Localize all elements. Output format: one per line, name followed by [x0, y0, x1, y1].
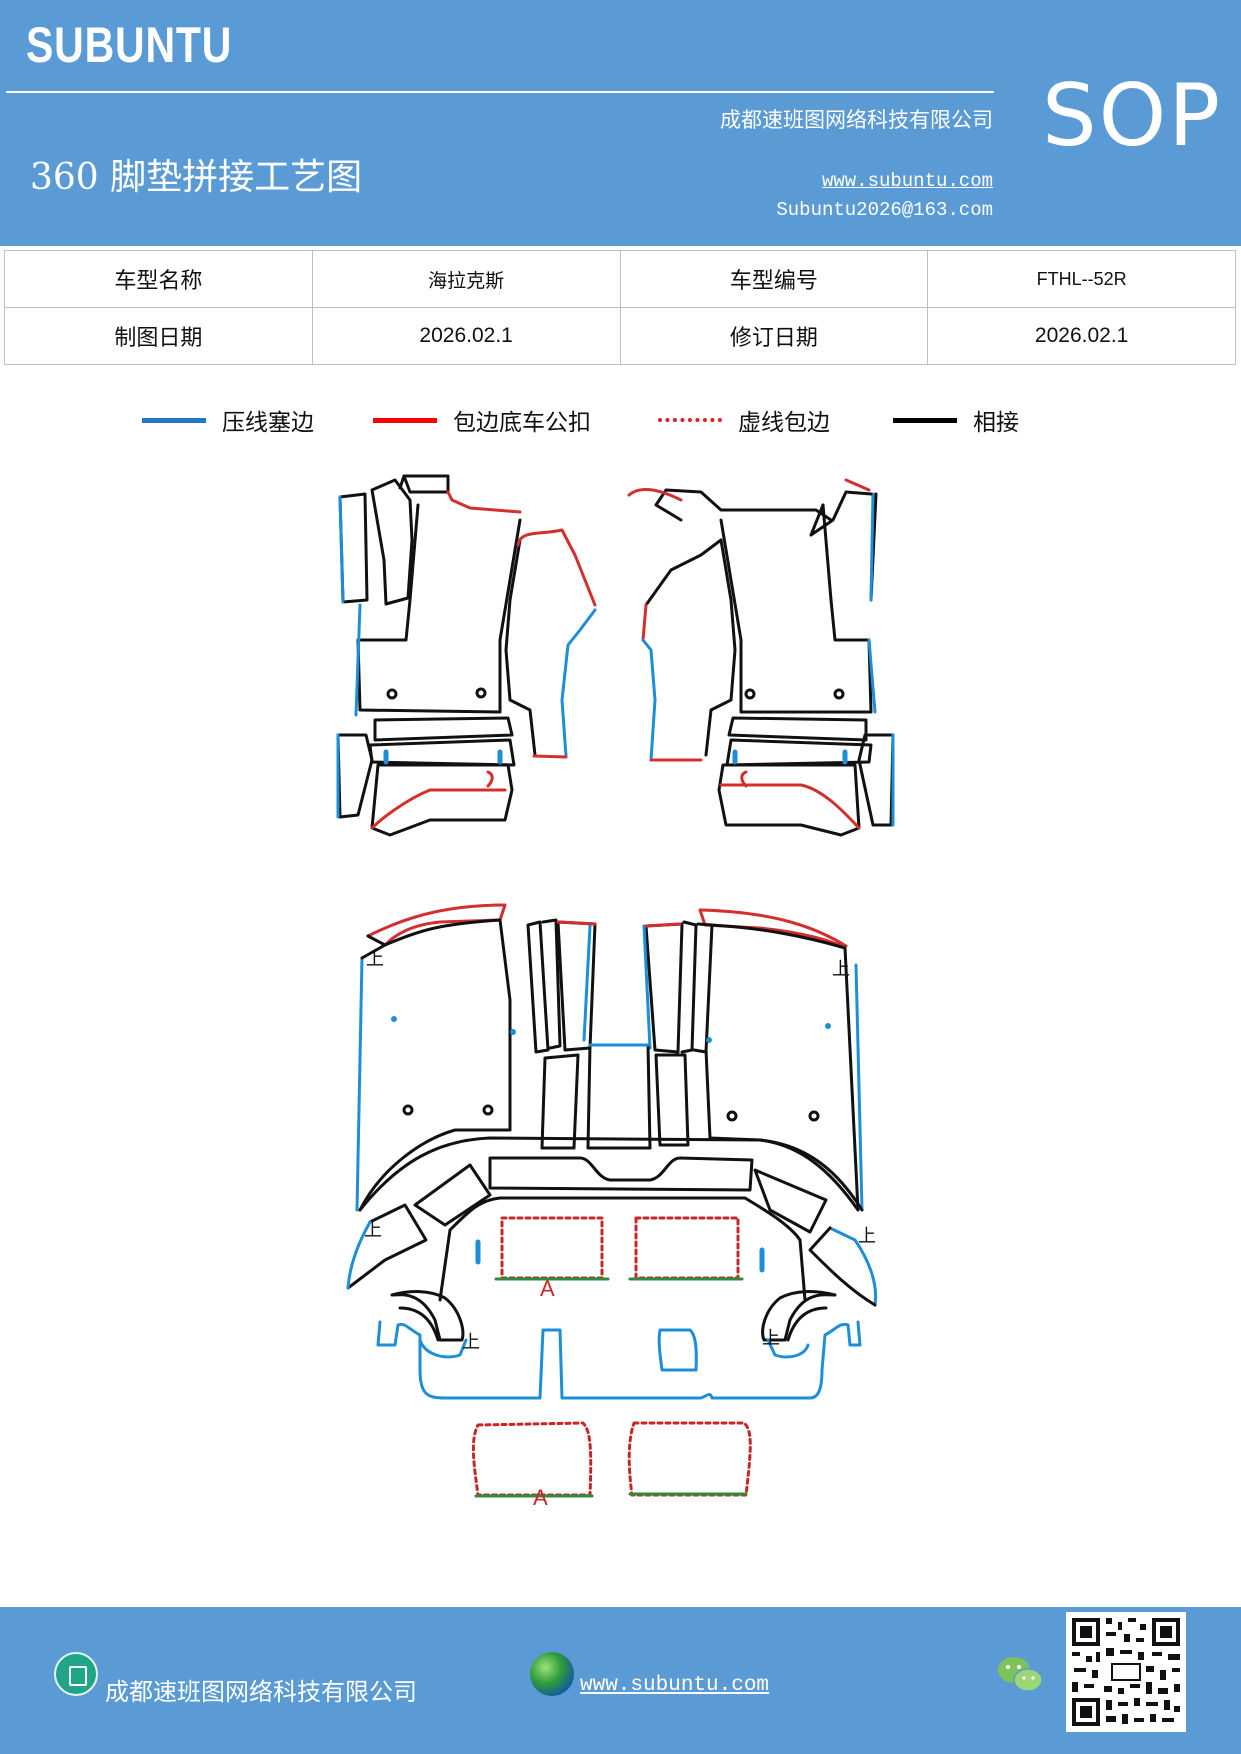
website-link[interactable]: www.subuntu.com [821, 170, 993, 192]
model-name-value: 海拉克斯 [311, 250, 621, 308]
lower-mat [346, 903, 878, 1498]
legend-swatch [658, 418, 722, 422]
legend-swatch [373, 417, 437, 423]
qr-code [1066, 1612, 1186, 1732]
legend-swatch [893, 417, 957, 423]
building-icon [54, 1652, 98, 1696]
legend-item-dotted: 虚线包边 [658, 404, 830, 436]
header-banner [0, 0, 1241, 246]
mark-a-label: A [533, 1485, 548, 1510]
email-address: Subuntu2026@163.com [776, 199, 993, 221]
mark-top-label: 上 [832, 959, 850, 980]
globe-icon [530, 1652, 574, 1696]
legend-label: 虚线包边 [738, 410, 830, 436]
legend-swatch [142, 417, 206, 423]
floor-mat-diagram: A A 上 上 上 上 上 上 [336, 474, 895, 1510]
sop-label: SOP [1042, 66, 1223, 166]
wechat-icon [998, 1657, 1043, 1692]
mark-top-label: 上 [366, 949, 384, 970]
draw-date-value: 2026.02.1 [311, 307, 621, 365]
upper-right-mat [627, 478, 895, 837]
brand-logo: SUBUNTU [26, 17, 233, 73]
info-table: 车型名称 海拉克斯 车型编号 FTHL--52R 制图日期 2026.02.1 … [4, 250, 1236, 365]
mark-top-label: 上 [462, 1332, 480, 1353]
mark-top-label: 上 [364, 1220, 382, 1241]
page-title: 360 脚垫拼接工艺图 [30, 157, 363, 198]
model-code-value: FTHL--52R [927, 250, 1236, 308]
mark-top-label: 上 [858, 1226, 876, 1247]
legend-item-black: 相接 [893, 404, 1019, 436]
legend-item-red: 包边底车公扣 [373, 404, 591, 436]
header-divider [6, 91, 994, 93]
company-name: 成都速班图网络科技有限公司 [720, 108, 993, 132]
model-code-label: 车型编号 [619, 250, 929, 308]
draw-date-label: 制图日期 [4, 307, 313, 365]
revise-date-label: 修订日期 [619, 307, 929, 365]
legend-item-blue: 压线塞边 [142, 404, 314, 436]
table-row: 车型名称 海拉克斯 车型编号 FTHL--52R [4, 250, 1236, 308]
footer-company: 成都速班图网络科技有限公司 [105, 1678, 417, 1706]
mark-a-label: A [540, 1276, 555, 1301]
upper-left-mat [336, 474, 597, 837]
footer-website-link[interactable]: www.subuntu.com [580, 1674, 770, 1697]
legend-label: 相接 [973, 410, 1019, 436]
revise-date-value: 2026.02.1 [927, 307, 1236, 365]
legend-label: 压线塞边 [222, 410, 314, 436]
model-name-label: 车型名称 [4, 250, 313, 308]
legend: 压线塞边 包边底车公扣 虚线包边 相接 [0, 404, 1241, 436]
legend-label: 包边底车公扣 [453, 410, 591, 436]
mark-top-label: 上 [762, 1328, 780, 1349]
table-row: 制图日期 2026.02.1 修订日期 2026.02.1 [4, 307, 1236, 365]
